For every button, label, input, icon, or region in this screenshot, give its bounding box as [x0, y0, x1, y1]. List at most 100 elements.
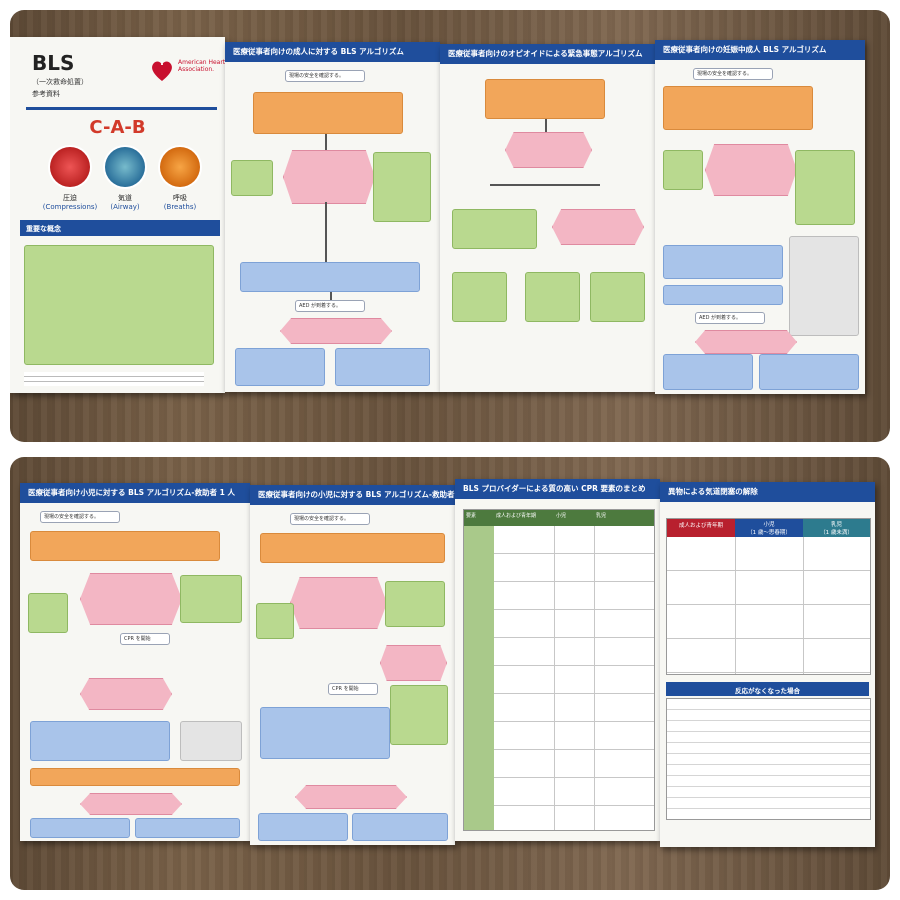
check-response-box-2 — [663, 86, 813, 130]
opioid-check-box — [485, 79, 605, 119]
assist-box — [390, 685, 448, 745]
shock-box-2 — [663, 354, 753, 390]
pregnancy-panel: 医療従事者向けの妊娠中成人 BLS アルゴリズム 現場の安全を確認する。 AED… — [655, 40, 865, 394]
mother-arrest-box — [789, 236, 859, 336]
cpr-box — [590, 272, 645, 322]
photo-bottom: 医療従事者向け小児に対する BLS アルゴリズム-救助者 1 人 現場の安全を確… — [10, 457, 890, 890]
cpr-box-ped-2 — [260, 707, 390, 759]
monitor-box-4 — [28, 593, 68, 633]
no-shock-box-3 — [135, 818, 240, 838]
panel-title-adult: 医療従事者向けの成人に対する BLS アルゴリズム — [225, 42, 440, 62]
rhythm-decision-3 — [80, 793, 182, 815]
footnote-lines — [24, 372, 204, 386]
panel-title-fbao: 異物による気道閉塞の解除 — [660, 482, 875, 502]
no-shock-box-2 — [759, 354, 859, 390]
monitor-box — [231, 160, 273, 196]
check-response-box-3 — [30, 531, 220, 561]
panel-title-ped-1: 医療従事者向け小児に対する BLS アルゴリズム-救助者 1 人 — [20, 483, 250, 503]
fbao-table: 成人および青年期 小児（1 歳～思春期） 乳児（1 歳未満） — [666, 518, 871, 675]
panel-title-summary: BLS プロバイダーによる質の高い CPR 要素のまとめ — [455, 479, 660, 499]
cpr-summary-panel: BLS プロバイダーによる質の高い CPR 要素のまとめ 要素 成人および青年期… — [455, 479, 660, 841]
cpr-box-ped — [30, 721, 170, 761]
rhythm-decision-2 — [695, 330, 797, 354]
adult-bls-panel: 医療従事者向けの成人に対する BLS アルゴリズム 現場の安全を確認する。 AE… — [225, 42, 440, 392]
scene-safe-box: 現場の安全を確認する。 — [285, 70, 365, 82]
no-shock-box — [335, 348, 430, 386]
scene-safe-box-4: 現場の安全を確認する。 — [290, 513, 370, 525]
flow-arrow — [330, 292, 332, 300]
cpr-start-mini-2: CPR を開始 — [328, 683, 378, 695]
cab-label-breaths: 呼吸(Breaths) — [163, 194, 197, 211]
breathing-decision-2 — [705, 144, 797, 196]
summary-table: 要素 成人および青年期 小児 乳児 — [463, 509, 655, 831]
brand-text: American Heart Association. — [178, 59, 225, 74]
unresponsive-steps — [666, 698, 871, 820]
cpr-start-mini: CPR を開始 — [120, 633, 170, 645]
flow-arrow — [325, 202, 327, 262]
logo-text: BLS — [32, 51, 75, 75]
opioid-panel: 医療従事者向けのオピオイドによる緊急事態アルゴリズム — [440, 44, 655, 392]
cab-label-airway: 気道(Airway) — [110, 194, 140, 211]
table-header-cell: 小児 — [556, 513, 567, 519]
rescue-breath-box-4 — [385, 581, 445, 627]
panel-title-pregnancy: 医療従事者向けの妊娠中成人 BLS アルゴリズム — [655, 40, 865, 60]
hr-decision — [380, 645, 447, 681]
fbao-panel: 異物による気道閉塞の解除 成人および青年期 小児（1 歳～思春期） 乳児（1 歳… — [660, 482, 875, 847]
airway-icon — [105, 147, 145, 187]
unresponsive-header: 反応がなくなった場合 — [666, 682, 869, 696]
aed-arrive-box-2: AED が到着する。 — [695, 312, 765, 324]
shock-box — [235, 348, 325, 386]
heart-torch-icon — [150, 57, 174, 81]
rhythm-decision-4 — [295, 785, 407, 809]
check-response-box — [253, 92, 403, 134]
support-box — [525, 272, 580, 322]
monitor-box-5 — [256, 603, 294, 639]
rescue-breath-box-3 — [180, 575, 242, 623]
cover-panel: BLS （一次救命処置） 参考資料 American Heart Associa… — [10, 37, 225, 393]
monitor-box-2 — [452, 272, 507, 322]
table-col-divider — [735, 537, 736, 674]
naloxone-box — [452, 209, 537, 249]
breathing-decision-4 — [290, 577, 387, 629]
concept-box — [24, 245, 214, 365]
panel-title-ped-2: 医療従事者向けの小児に対する BLS アルゴリズム-救助者 2 人以上 — [250, 485, 455, 505]
panel-title-opioid: 医療従事者向けのオピオイドによる緊急事態アルゴリズム — [440, 44, 655, 64]
shock-box-3 — [30, 818, 130, 838]
pediatric-single-panel: 医療従事者向け小児に対する BLS アルゴリズム-救助者 1 人 現場の安全を確… — [20, 483, 250, 841]
fbao-col-infant: 乳児（1 歳未満） — [803, 519, 870, 537]
compression-icon — [50, 147, 90, 187]
flow-arrow — [490, 184, 600, 186]
aed-arrive-box: AED が到着する。 — [295, 300, 365, 312]
table-header-cell: 要素 — [466, 513, 477, 519]
check-response-box-4 — [260, 533, 445, 563]
cab-label-compressions: 圧迫(Compressions) — [42, 194, 98, 211]
cpr-start-box — [240, 262, 420, 292]
photo-top: BLS （一次救命処置） 参考資料 American Heart Associa… — [10, 10, 890, 442]
table-col-divider — [803, 537, 804, 674]
breath-icon — [160, 147, 200, 187]
scene-safe-box-2: 現場の安全を確認する。 — [693, 68, 773, 80]
rescue-breath-box-2 — [795, 150, 855, 225]
table-col-divider — [594, 526, 595, 830]
emergency-box — [180, 721, 242, 761]
logo-subtitle: （一次救命処置） — [32, 78, 88, 86]
fbao-col-child: 小児（1 歳～思春期） — [735, 519, 803, 537]
fbao-rows — [667, 537, 870, 674]
shock-box-4 — [258, 813, 348, 841]
breathing-decision-3 — [80, 573, 182, 625]
aed-retrieve-box — [30, 768, 240, 786]
logo-subtitle-2: 参考資料 — [32, 90, 60, 98]
pulse-decision — [552, 209, 644, 245]
concept-header: 重要な概念 — [20, 220, 220, 236]
rhythm-decision — [280, 318, 392, 344]
cab-title: C-A-B — [89, 117, 146, 138]
table-body — [464, 526, 654, 830]
no-shock-box-4 — [352, 813, 448, 841]
flow-arrow — [325, 134, 327, 150]
table-col-divider — [554, 526, 555, 830]
scene-safe-box-3: 現場の安全を確認する。 — [40, 511, 120, 523]
flow-arrow — [545, 119, 547, 132]
monitor-box-3 — [663, 150, 703, 190]
table-header-cell: 成人および青年期 — [496, 513, 537, 519]
table-header-row: 要素 成人および青年期 小児 乳児 — [464, 510, 654, 526]
